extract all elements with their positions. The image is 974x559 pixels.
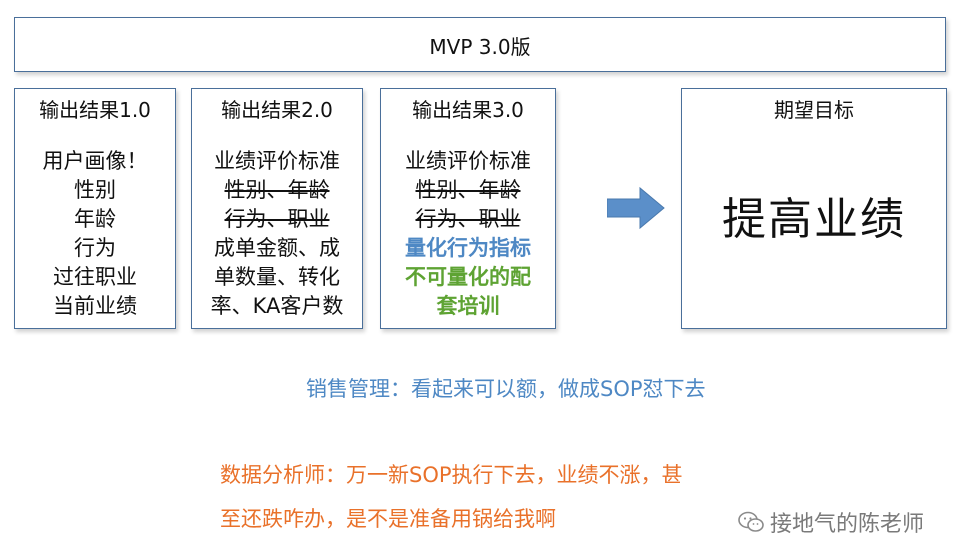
goal-text: 提高业绩 [722, 194, 906, 245]
output-2-lines: 业绩评价标准 性别、年龄 行为、职业 成单金额、成 单数量、转化 率、KA客户数 [192, 147, 362, 321]
title-box: MVP 3.0版 [14, 17, 946, 72]
output-3-lines: 业绩评价标准 性别、年龄 行为、职业 量化行为指标 不可量化的配 套培训 [381, 147, 555, 321]
output-3-line: 业绩评价标准 [405, 149, 531, 173]
output-2-line: 率、KA客户数 [210, 294, 344, 318]
diagram-title: MVP 3.0版 [429, 35, 531, 59]
output-1-lines: 用户画像！ 性别 年龄 行为 过往职业 当前业绩 [15, 147, 175, 321]
output-1-line: 用户画像！ [42, 149, 148, 173]
output-1-line: 性别 [74, 178, 116, 202]
analyst-note-line-1: 数据分析师：万一新SOP执行下去，业绩不涨，甚 [220, 463, 683, 487]
output-2-header: 输出结果2.0 [221, 98, 333, 122]
output-3-box: 输出结果3.0 业绩评价标准 性别、年龄 行为、职业 量化行为指标 不可量化的配… [380, 88, 556, 329]
output-1-line: 过往职业 [53, 265, 137, 289]
output-2-line: 单数量、转化 [214, 265, 340, 289]
output-1-line: 年龄 [74, 207, 116, 231]
output-3-header: 输出结果3.0 [412, 98, 524, 122]
output-3-line-struck: 行为、职业 [415, 207, 521, 231]
output-2-line-struck: 性别、年龄 [224, 178, 330, 202]
sales-management-note: 销售管理：看起来可以额，做成SOP怼下去 [306, 377, 706, 401]
output-1-line: 行为 [74, 236, 116, 260]
output-3-line-highlight-green: 不可量化的配 [405, 265, 531, 289]
wechat-icon [738, 511, 764, 532]
output-3-line-highlight-blue: 量化行为指标 [405, 236, 531, 260]
output-1-box: 输出结果1.0 用户画像！ 性别 年龄 行为 过往职业 当前业绩 [14, 88, 176, 329]
output-1-header: 输出结果1.0 [39, 98, 151, 122]
output-2-line: 成单金额、成 [214, 236, 340, 260]
output-2-line: 业绩评价标准 [214, 149, 340, 173]
right-arrow-icon [607, 186, 665, 230]
watermark: 接地气的陈老师 [738, 506, 924, 538]
output-3-line-highlight-green: 套培训 [436, 294, 500, 318]
output-2-line-struck: 行为、职业 [224, 207, 330, 231]
output-3-line-struck: 性别、年龄 [415, 178, 521, 202]
output-1-line: 当前业绩 [53, 294, 137, 318]
output-2-box: 输出结果2.0 业绩评价标准 性别、年龄 行为、职业 成单金额、成 单数量、转化… [191, 88, 363, 329]
analyst-note-line-2: 至还跌咋办，是不是准备用锅给我啊 [220, 507, 556, 531]
goal-header: 期望目标 [774, 98, 854, 122]
watermark-text: 接地气的陈老师 [770, 512, 925, 537]
goal-box: 期望目标 提高业绩 [681, 88, 947, 329]
